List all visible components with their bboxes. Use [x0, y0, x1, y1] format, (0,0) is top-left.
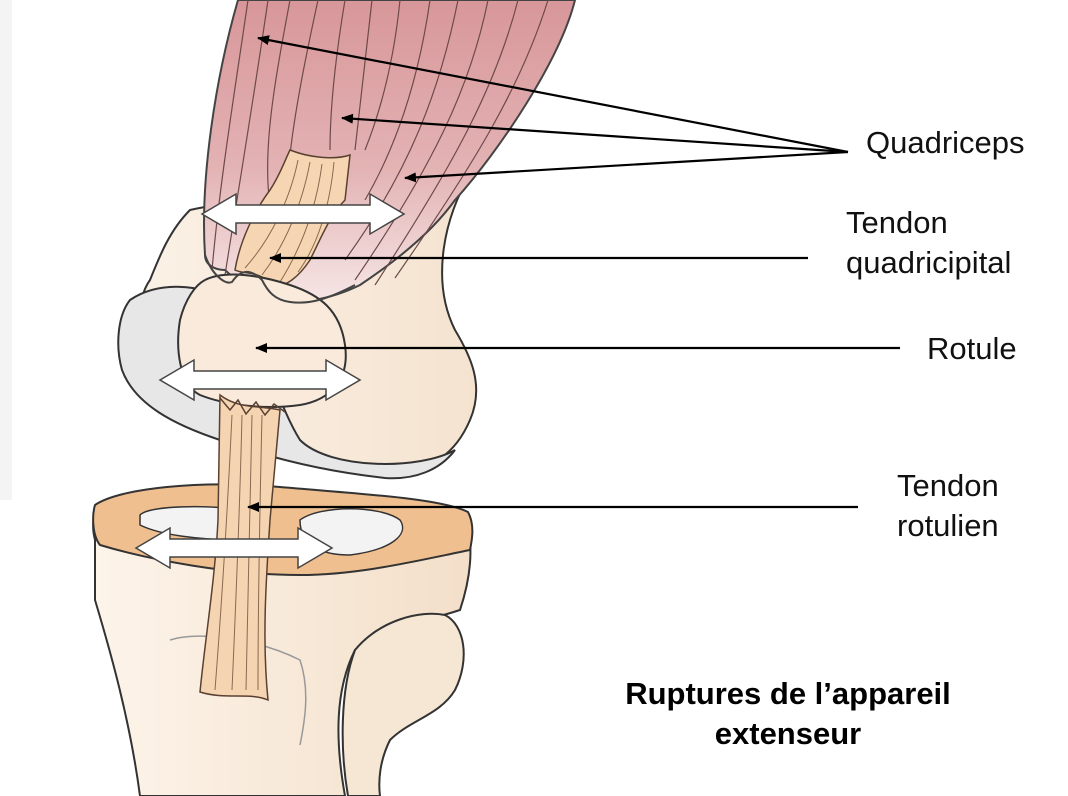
pointer-quadriceps-2: [341, 113, 849, 154]
label-tendon-rotulien-line2: rotulien: [897, 508, 999, 543]
label-tendon-quadricipital-line1: Tendon: [846, 205, 948, 240]
label-rotule: Rotule: [927, 329, 1017, 369]
double-arrow-quadriceps: [200, 192, 406, 236]
pointer-lines: [247, 35, 900, 512]
caption-line2: extenseur: [714, 716, 862, 751]
double-arrow-patella: [158, 358, 362, 402]
caption: Ruptures de l’appareil extenseur: [574, 674, 1002, 754]
fibula-head: [341, 612, 465, 796]
label-tendon-quadricipital: Tendon quadricipital: [846, 203, 1011, 283]
tibial-tubercle: [169, 635, 307, 746]
label-quadriceps: Quadriceps: [866, 123, 1025, 163]
label-tendon-rotulien: Tendon rotulien: [897, 466, 999, 546]
label-rotule-text: Rotule: [927, 331, 1017, 366]
label-tendon-quadricipital-line2: quadricipital: [846, 245, 1012, 280]
double-arrows: [134, 192, 406, 570]
pointer-quadriceps-3: [404, 150, 849, 183]
muscle-fibers: [211, 0, 549, 286]
patellar-tendon-torn-edge: [219, 397, 286, 417]
caption-line1: Ruptures de l’appareil: [625, 676, 951, 711]
pointer-quadriceps-1: [257, 35, 849, 154]
double-arrow-patellar-tendon: [134, 526, 334, 570]
label-quadriceps-text: Quadriceps: [866, 125, 1025, 160]
left-shadow: [0, 0, 12, 500]
label-tendon-rotulien-line1: Tendon: [897, 468, 999, 503]
muscle-lower-edge: [204, 254, 356, 304]
